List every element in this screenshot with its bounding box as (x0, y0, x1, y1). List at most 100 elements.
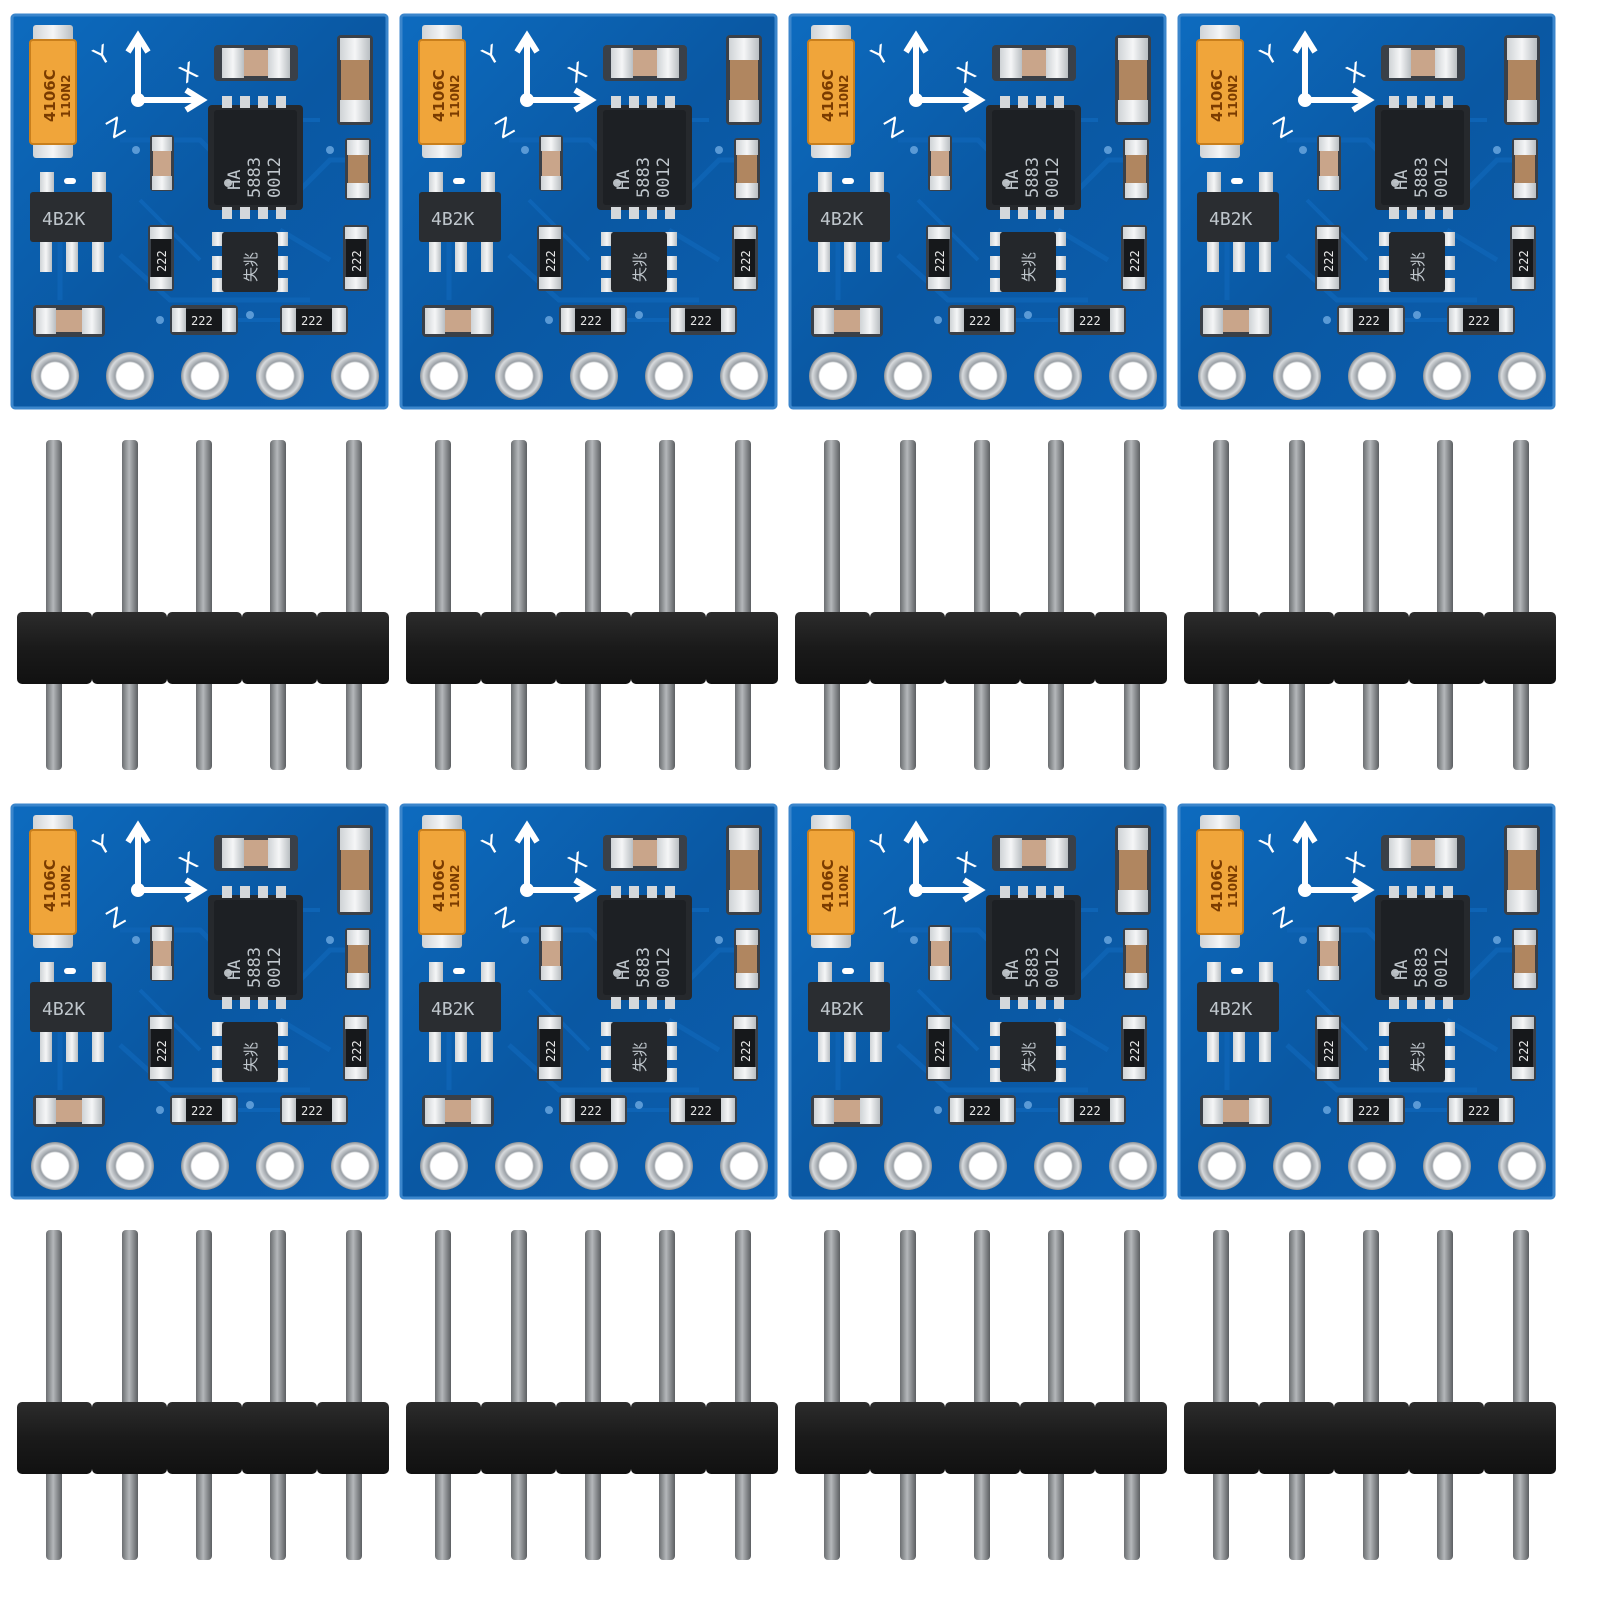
regulator-label: 4B2K (431, 209, 475, 230)
regulator-label: 4B2K (1209, 999, 1253, 1020)
resistor-label: 222 (350, 250, 364, 272)
capacitor-label-line2: 110N2 (837, 75, 851, 118)
smd-resistor-left-upper (928, 135, 952, 191)
resistor-label: 222 (155, 1040, 169, 1062)
smd-resistor-222-bottom-2: 222 (280, 305, 348, 335)
smd-resistor-left-upper (539, 135, 563, 191)
capacitor-label-line2: 110N2 (448, 865, 462, 908)
pin-pads (420, 1142, 768, 1190)
voltage-regulator: 4B2K (30, 172, 112, 272)
resistor-label: 222 (1358, 314, 1380, 328)
smd-resistor-222-right: 222 (343, 225, 369, 291)
sensor-module-6: 4106C 110N2 Y X Z (399, 803, 778, 1560)
voltage-regulator: 4B2K (419, 962, 501, 1062)
tantalum-capacitor: 4106C 110N2 (29, 25, 77, 158)
resistor-label: 222 (191, 1104, 213, 1118)
smd-resistor-left-upper (150, 135, 174, 191)
tantalum-capacitor: 4106C 110N2 (807, 815, 855, 948)
sensor-chip-line2: 5883 (245, 157, 265, 198)
smd-resistor-222-bottom-2: 222 (669, 1095, 737, 1125)
resistor-label: 222 (350, 1040, 364, 1062)
smd-capacitor-bottom-left (422, 305, 494, 337)
smd-resistor-right-mid (345, 138, 371, 200)
sensor-chip-line2: 5883 (1023, 157, 1043, 198)
smd-capacitor-top (214, 45, 298, 81)
resistor-label: 222 (1128, 1040, 1142, 1062)
sensor-chip-line1: HA (225, 170, 245, 190)
pin-header (1184, 440, 1556, 770)
capacitor-label-line1: 4106C (41, 859, 59, 912)
sensor-chip-line3: 0012 (1043, 157, 1063, 198)
sensor-chip-line1: HA (614, 960, 634, 980)
smd-resistor-222-bottom-2: 222 (1058, 305, 1126, 335)
sensor-chip-line3: 0012 (1432, 157, 1452, 198)
mosfet-chip: 失兆 (1379, 1022, 1455, 1082)
smd-resistor-right-mid (734, 928, 760, 990)
sensor-chip-line1: HA (614, 170, 634, 190)
pin-pads (809, 352, 1157, 400)
mosfet-label: 失兆 (242, 252, 260, 282)
smd-resistor-right-mid (1512, 138, 1538, 200)
sensor-chip: HA 5883 0012 (986, 886, 1081, 1009)
smd-resistor-left-upper (1317, 925, 1341, 981)
resistor-label: 222 (1322, 250, 1336, 272)
pin-pads (809, 1142, 1157, 1190)
smd-resistor-222-right: 222 (1510, 225, 1536, 291)
smd-capacitor-top (214, 835, 298, 871)
voltage-regulator: 4B2K (1197, 172, 1279, 272)
smd-resistor-222-bottom-2: 222 (669, 305, 737, 335)
mosfet-chip: 失兆 (990, 1022, 1066, 1082)
smd-resistor-222-left: 222 (926, 1015, 952, 1081)
smd-resistor-left-upper (1317, 135, 1341, 191)
sensor-module-8: 4106C 110N2 Y X Z (1177, 803, 1556, 1560)
smd-capacitor-bottom-left (811, 305, 883, 337)
axis-silkscreen: Y X Z (866, 30, 986, 144)
smd-resistor-222-left: 222 (537, 225, 563, 291)
pin-header (1184, 1230, 1556, 1560)
sensor-chip: HA 5883 0012 (986, 96, 1081, 219)
smd-resistor-222-bottom-1: 222 (170, 305, 238, 335)
resistor-label: 222 (1517, 250, 1531, 272)
resistor-label: 222 (544, 250, 558, 272)
capacitor-label-line1: 4106C (819, 69, 837, 122)
sensor-chip: HA 5883 0012 (597, 886, 692, 1009)
smd-capacitor-bottom-left (422, 1095, 494, 1127)
resistor-label: 222 (301, 1104, 323, 1118)
pin-pads (31, 352, 379, 400)
smd-resistor-right-mid (345, 928, 371, 990)
smd-resistor-222-bottom-1: 222 (1337, 1095, 1405, 1125)
resistor-label: 222 (1079, 1104, 1101, 1118)
smd-resistor-222-right: 222 (343, 1015, 369, 1081)
smd-resistor-222-left: 222 (148, 225, 174, 291)
resistor-label: 222 (580, 1104, 602, 1118)
axis-silkscreen: Y X Z (88, 820, 208, 934)
regulator-label: 4B2K (820, 999, 864, 1020)
regulator-label: 4B2K (820, 209, 864, 230)
capacitor-label-line1: 4106C (430, 859, 448, 912)
voltage-regulator: 4B2K (30, 962, 112, 1062)
pin-header (17, 440, 389, 770)
smd-resistor-222-bottom-2: 222 (1058, 1095, 1126, 1125)
sensor-chip: HA 5883 0012 (597, 96, 692, 219)
resistor-label: 222 (933, 250, 947, 272)
capacitor-label-line2: 110N2 (1226, 865, 1240, 908)
smd-resistor-222-bottom-1: 222 (559, 1095, 627, 1125)
mosfet-label: 失兆 (1020, 1042, 1038, 1072)
capacitor-label-line2: 110N2 (59, 865, 73, 908)
mosfet-chip: 失兆 (601, 1022, 677, 1082)
regulator-label: 4B2K (42, 999, 86, 1020)
resistor-label: 222 (544, 1040, 558, 1062)
sensor-chip-line3: 0012 (265, 157, 285, 198)
pin-header (795, 1230, 1167, 1560)
sensor-chip-line2: 5883 (1412, 157, 1432, 198)
regulator-label: 4B2K (431, 999, 475, 1020)
smd-resistor-222-right: 222 (1121, 225, 1147, 291)
resistor-label: 222 (191, 314, 213, 328)
pin-pads (420, 352, 768, 400)
capacitor-label-line1: 4106C (819, 859, 837, 912)
smd-capacitor-right (1115, 825, 1151, 915)
smd-resistor-right-mid (734, 138, 760, 200)
tantalum-capacitor: 4106C 110N2 (807, 25, 855, 158)
voltage-regulator: 4B2K (419, 172, 501, 272)
mosfet-label: 失兆 (631, 1042, 649, 1072)
